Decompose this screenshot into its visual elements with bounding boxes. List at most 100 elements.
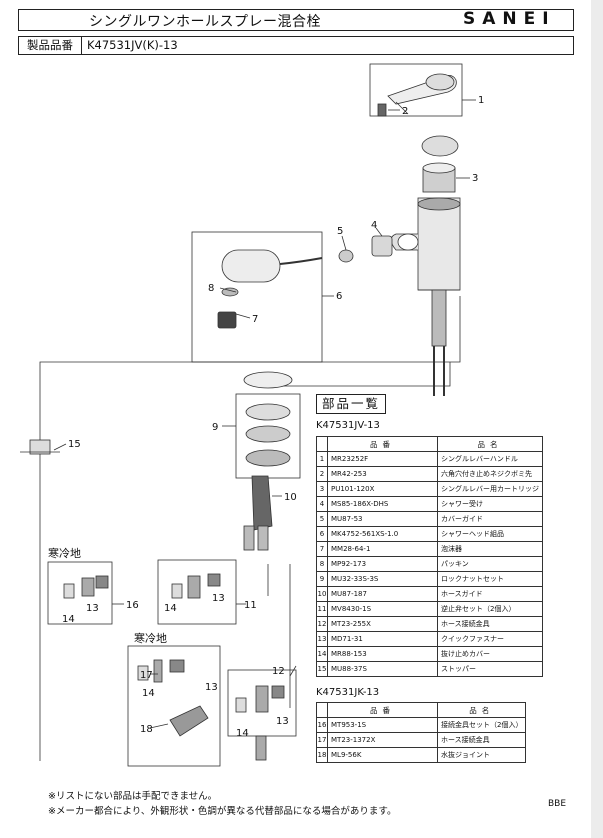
title-bar: シングルワンホールスプレー混合栓 SANEI	[18, 9, 574, 31]
packing	[221, 287, 239, 297]
callout-14-a: 14	[62, 614, 75, 625]
note-1: ※リストにない部品は手配できません。	[48, 791, 218, 802]
part-name: 抜け止めカバー	[437, 646, 543, 662]
part-no: 2	[316, 466, 328, 482]
header-name: 品名	[437, 436, 543, 452]
table-header-row: 品番 品名	[316, 436, 543, 452]
part-code: MR88-153	[327, 646, 438, 662]
part-name: シャワー受け	[437, 496, 543, 512]
document-code: BBE	[548, 799, 567, 809]
model-bar: 製品品番 K47531JV(K)-13	[18, 36, 574, 55]
shower-head	[221, 249, 281, 283]
cover-guide	[338, 249, 354, 263]
stopper	[20, 439, 60, 455]
part-code: MT23-255X	[327, 616, 438, 632]
callout-10: 10	[284, 492, 297, 503]
callout-2: 2	[402, 106, 408, 117]
part-name: パッキン	[437, 556, 543, 572]
part-no: 14	[316, 646, 328, 662]
part-code: MT953-1S	[327, 717, 438, 733]
part-code: MU87-53	[327, 511, 438, 527]
part-name: シャワーヘッド組品	[437, 526, 543, 542]
callout-8: 8	[208, 283, 214, 294]
part-code: MD71-31	[327, 631, 438, 647]
part-code: PU101-120X	[327, 481, 438, 497]
part-no: 16	[316, 717, 328, 733]
header-code: 品番	[327, 436, 438, 452]
callout-16: 16	[126, 600, 139, 611]
part-code: MU88-37S	[327, 661, 438, 677]
cold-region-frame-17	[127, 645, 221, 767]
header-no	[316, 702, 328, 718]
shower-receiver	[371, 235, 393, 257]
part-no: 18	[316, 747, 328, 763]
part-no: 9	[316, 571, 328, 587]
part-no: 8	[316, 556, 328, 572]
part-code: MM28-64-1	[327, 541, 438, 557]
product-title: シングルワンホールスプレー混合栓	[89, 14, 321, 30]
part-code: MR42-253	[327, 466, 438, 482]
callout-17: 17	[140, 670, 153, 681]
threaded-shank	[431, 289, 447, 347]
part-no: 6	[316, 526, 328, 542]
part-name: 水抜ジョイント	[436, 747, 527, 763]
part-name: ホース接続金具	[436, 732, 527, 748]
part-name: 接続金具セット（2個入）	[436, 717, 527, 733]
dome-cap	[421, 135, 459, 157]
part-code: MP92-173	[327, 556, 438, 572]
cold-region-label-lower: 寒冷地	[134, 631, 167, 645]
section-code-jv: K47531JV-13	[316, 420, 380, 431]
callout-5: 5	[337, 226, 343, 237]
part-name: 逆止弁セット（2個入）	[437, 601, 543, 617]
part-name: ホースガイド	[437, 586, 543, 602]
part-name: ストッパー	[437, 661, 543, 677]
note-2: ※メーカー都合により、外観形状・色調が異なる代替部品になる場合があります。	[48, 806, 397, 817]
part-no: 12	[316, 616, 328, 632]
set-screw	[377, 103, 387, 117]
model-label: 製品品番	[19, 37, 82, 54]
callout-14-d: 14	[236, 728, 249, 739]
part-name: ホース接続金具	[437, 616, 543, 632]
table-header-row: 品番 品名	[316, 702, 527, 718]
drain-joint	[169, 705, 209, 737]
brand-logo: SANEI	[463, 9, 556, 29]
part-code: MU32-33S-3S	[327, 571, 438, 587]
part-name: クイックファスナー	[437, 631, 543, 647]
callout-11: 11	[244, 600, 257, 611]
callout-4: 4	[371, 220, 377, 231]
callout-12: 12	[272, 666, 285, 677]
callout-7: 7	[252, 314, 258, 325]
part-code: MU87-187	[327, 586, 438, 602]
part-no: 15	[316, 661, 328, 677]
cold-region-frame-16	[47, 561, 113, 625]
callout-13-a: 13	[86, 603, 99, 614]
part-no: 11	[316, 601, 328, 617]
part-name: カバーガイド	[437, 511, 543, 527]
part-name: 泡沫器	[437, 541, 543, 557]
callout-13-d: 13	[276, 716, 289, 727]
footer-notes: ※リストにない部品は手配できません。 ※メーカー都合により、外観形状・色調が異な…	[48, 789, 396, 819]
part-code: MK4752-561XS-1.0	[327, 526, 438, 542]
callout-14-b: 14	[164, 603, 177, 614]
callout-1: 1	[478, 95, 484, 106]
callout-18: 18	[140, 724, 153, 735]
part-name: 六角穴付き止めネジクボミ先	[437, 466, 543, 482]
part-name: ロックナットセット	[437, 571, 543, 587]
cold-region-label-left: 寒冷地	[48, 546, 81, 560]
part-name: シングルレバー用カートリッジ	[437, 481, 543, 497]
